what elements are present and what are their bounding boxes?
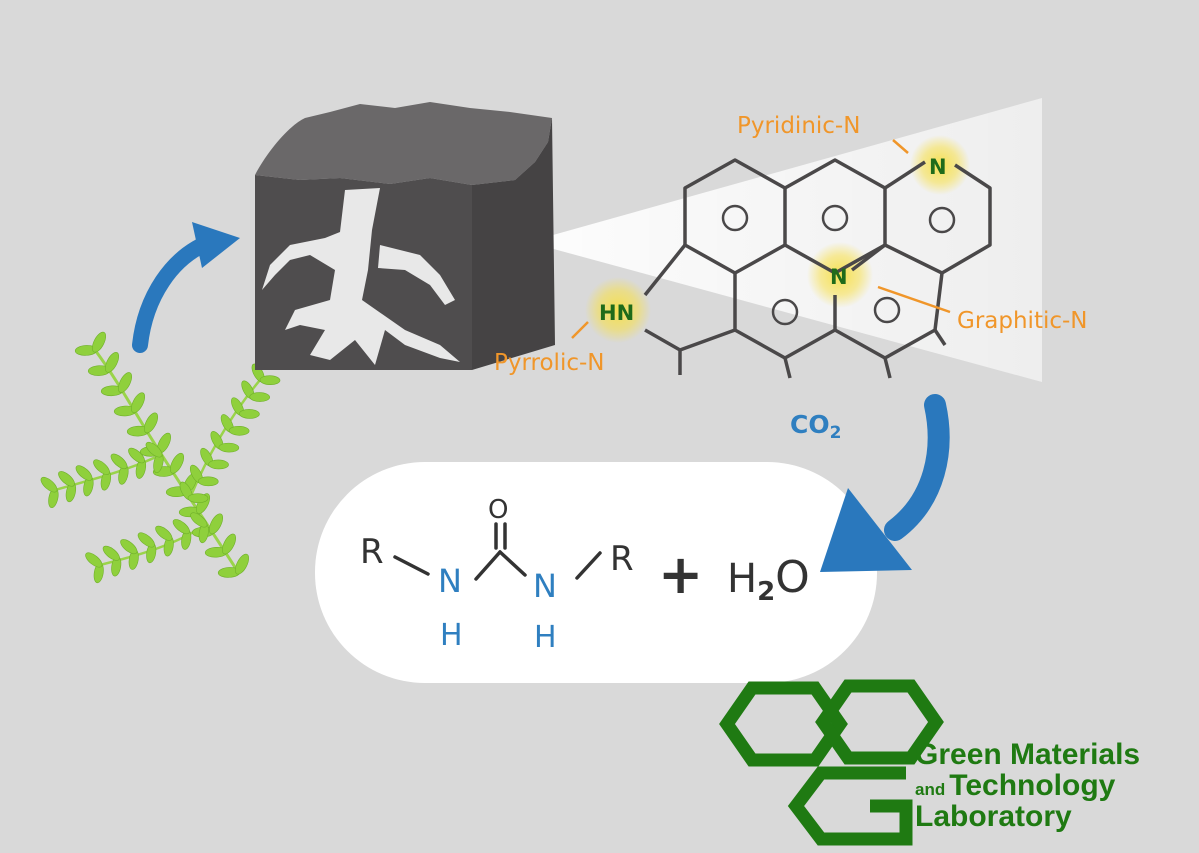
h-left: H: [440, 618, 463, 653]
arrow-head-icon: [192, 222, 240, 268]
fern-leaflet: [218, 442, 240, 453]
fern-leaflet: [249, 392, 271, 402]
pyrrolic-pointer: [571, 321, 589, 339]
carbon-block-icon: [255, 102, 555, 370]
logo-hexagons-icon: [719, 679, 944, 846]
logo-line-1: Green Materials: [915, 738, 1140, 771]
pyrrolic-glow: [585, 277, 651, 343]
fern-leaflet: [105, 352, 120, 373]
fern-leaflet: [187, 493, 209, 503]
graphitic-glow: [807, 242, 873, 308]
graphitic-pointer: [877, 285, 951, 314]
fern-leaflet: [120, 539, 138, 555]
r-left: R: [360, 532, 384, 572]
bond-n-c-left: [474, 550, 502, 581]
fern-leaflet: [110, 453, 128, 470]
fern-leaflet: [172, 519, 190, 535]
nitrogen-doped-graphene-lattice: [643, 158, 992, 379]
reaction-arrow-icon: [884, 394, 950, 541]
fern-leaflet: [190, 512, 208, 528]
pyridinic-pointer: [892, 139, 909, 154]
bond-r-n-left: [393, 555, 430, 576]
fern-leaflet: [58, 471, 75, 487]
fern-leaflet: [128, 447, 145, 464]
pyrrolic-label: Pyrrolic-N: [494, 350, 605, 376]
bond-n-r-right: [575, 551, 602, 580]
oxygen: O: [488, 495, 508, 525]
product-capsule: [315, 462, 877, 683]
water-label: H2O: [727, 552, 810, 607]
fern-leaflet: [75, 465, 93, 481]
fern-leaflet: [197, 476, 219, 487]
bond-c-n-right: [498, 550, 527, 577]
h-right: H: [534, 620, 557, 655]
fern-leaflet: [235, 553, 250, 575]
fern-leaflet: [259, 375, 281, 385]
co2-label: CO2: [790, 410, 841, 443]
plus-sign: +: [658, 543, 703, 606]
fern-leaflet: [208, 459, 229, 470]
fern-leaf-icon: [40, 331, 281, 584]
urea-structure: R N H O N H R + H2O: [360, 495, 810, 655]
fern-leaflet: [93, 459, 110, 475]
fern-leaflet: [239, 409, 260, 419]
fern-leaflet: [170, 452, 185, 474]
fern-leaflet: [222, 533, 237, 555]
fern-leaflet: [40, 476, 58, 493]
fern-leaflet: [155, 525, 173, 541]
logo-line-3: Laboratory: [915, 800, 1072, 833]
pyrrolic-atom: HN: [599, 301, 634, 325]
aromatic-rings: [721, 204, 956, 326]
fern-leaflet: [92, 331, 107, 353]
fern-leaflet: [144, 412, 159, 434]
reaction-arrow-head-icon: [820, 488, 912, 572]
n-left: N: [438, 562, 462, 600]
fern-leaflet: [102, 545, 120, 561]
graphitic-label: Graphitic-N: [957, 308, 1088, 334]
fern-leaflet: [85, 552, 103, 568]
pyridinic-atom: N: [929, 155, 947, 179]
n-right: N: [533, 567, 557, 605]
fern-leaflet: [131, 392, 146, 414]
fern-leaflet: [137, 532, 155, 548]
fern-leaflet: [209, 513, 224, 535]
fern-leaflet: [145, 441, 163, 458]
fern-leaflet: [118, 372, 133, 393]
r-right: R: [610, 539, 634, 579]
graphitic-atom: N: [830, 265, 848, 289]
fern-leaflet: [228, 425, 250, 436]
pyridinic-label: Pyridinic-N: [737, 113, 860, 139]
pyridinic-glow: [910, 135, 970, 195]
